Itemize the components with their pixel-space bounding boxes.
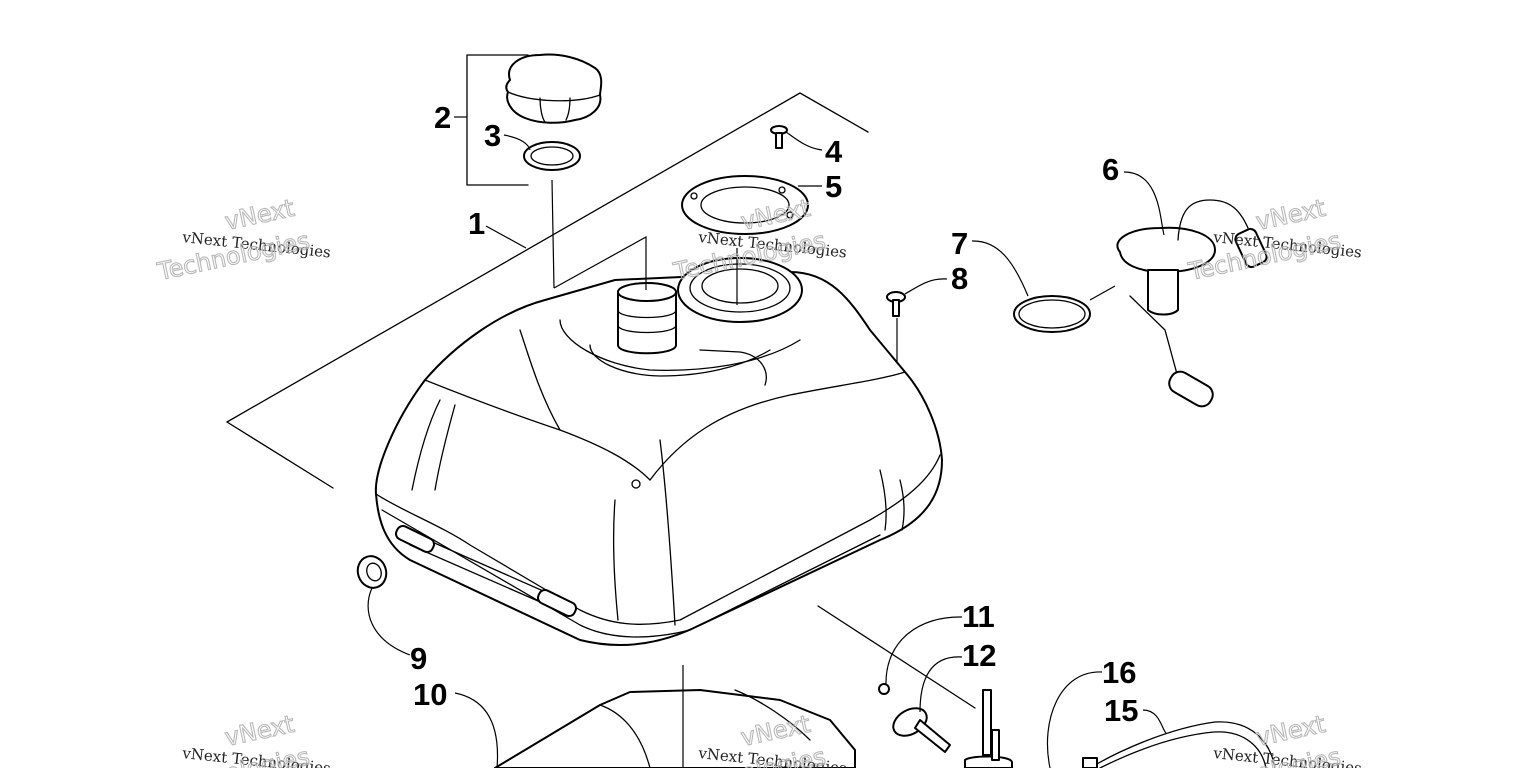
- svg-text:vNext: vNext: [1253, 710, 1327, 752]
- callout-1: 1: [468, 206, 485, 241]
- callout-6: 6: [1102, 152, 1119, 187]
- fuel-line: [1082, 721, 1276, 768]
- svg-text:vNext: vNext: [222, 710, 296, 752]
- callout-10: 10: [413, 677, 447, 712]
- callout-7: 7: [951, 226, 968, 261]
- callout-9: 9: [410, 641, 427, 676]
- grommet: [356, 555, 388, 589]
- screw-4: [770, 125, 788, 149]
- callout-4: 4: [825, 134, 843, 169]
- callout-2: 2: [434, 100, 451, 135]
- leader-lines: [367, 116, 1167, 768]
- retainer-ring: [681, 175, 809, 235]
- callout-3: 3: [484, 118, 501, 153]
- cap-gasket: [523, 141, 581, 171]
- watermark-bottom-right: vNext vNext Technologies Technologies: [1185, 709, 1363, 768]
- o-ring: [1013, 295, 1091, 333]
- watermark-bottom-left: vNext vNext Technologies Technologies: [154, 709, 332, 768]
- screw-8: [886, 291, 906, 317]
- watermark-top-left: vNext vNext Technologies Technologies: [154, 193, 332, 286]
- svg-text:vNext: vNext: [1253, 194, 1327, 236]
- exploded-outline: [226, 92, 976, 709]
- callout-15: 15: [1104, 693, 1138, 728]
- callout-16: 16: [1102, 655, 1136, 690]
- fuel-fitting: [878, 683, 1013, 768]
- lower-shield: [494, 689, 856, 768]
- callout-8: 8: [951, 261, 968, 296]
- fuel-cap: [505, 53, 603, 124]
- callout-11: 11: [962, 599, 995, 634]
- callout-labels: 1 2 3 4 5 6 7 8 9 10 11 12 15 16: [410, 100, 1138, 728]
- fuel-tank: [374, 257, 943, 646]
- fuel-pump: [1116, 199, 1268, 408]
- bracket-2: [466, 54, 529, 186]
- callout-12: 12: [962, 638, 996, 673]
- callout-5: 5: [825, 169, 842, 204]
- svg-text:vNext: vNext: [222, 194, 296, 236]
